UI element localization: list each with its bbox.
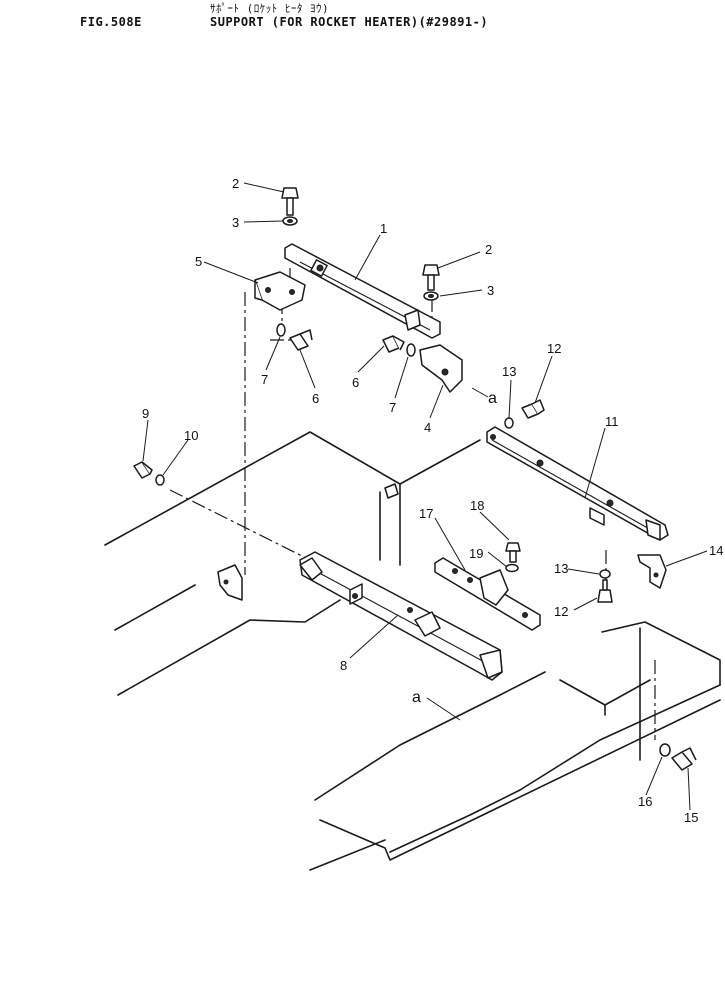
callout-14: 14 bbox=[709, 543, 723, 558]
callout-11: 11 bbox=[605, 414, 619, 429]
bolts-12-13-upper bbox=[504, 399, 545, 429]
left-plate bbox=[217, 483, 399, 601]
callout-19: 19 bbox=[469, 546, 483, 561]
part-17-support bbox=[434, 542, 541, 631]
callout-7: 7 bbox=[261, 372, 268, 387]
title-english: SUPPORT (FOR ROCKET HEATER)(#29891-) bbox=[210, 15, 489, 29]
callout-17: 17 bbox=[419, 506, 433, 521]
callout-6: 6 bbox=[352, 375, 359, 390]
callout-1: 1 bbox=[380, 221, 387, 236]
part-14-bracket bbox=[637, 554, 667, 589]
callout-16: 16 bbox=[638, 794, 652, 809]
part-5-bracket bbox=[254, 271, 306, 311]
callout-13: 13 bbox=[502, 364, 516, 379]
bolts-12-13-lower bbox=[597, 569, 613, 603]
callout-2: 2 bbox=[232, 176, 239, 191]
reference-a: a bbox=[488, 390, 497, 407]
part-8-bracket bbox=[299, 551, 503, 681]
figure-number: FIG.508E bbox=[80, 15, 142, 29]
bolts-9-10 bbox=[133, 461, 165, 486]
callout-5: 5 bbox=[195, 254, 202, 269]
part-4-bracket bbox=[419, 344, 463, 393]
bolts-upper bbox=[276, 187, 440, 357]
callout-labels: 2 3 1 2 3 5 7 6 6 7 4 a 13 12 9 10 11 17… bbox=[142, 176, 723, 825]
callout-13: 13 bbox=[554, 561, 568, 576]
title-japanese: ｻﾎﾟｰﾄ (ﾛｹｯﾄ ﾋｰﾀ ﾖｳ) bbox=[210, 2, 330, 15]
part-11-rail bbox=[486, 426, 669, 541]
reference-a: a bbox=[412, 689, 421, 706]
frame-outline bbox=[104, 431, 721, 871]
callout-2: 2 bbox=[485, 242, 492, 257]
callout-10: 10 bbox=[184, 428, 198, 443]
leader-lines bbox=[142, 182, 708, 811]
callout-15: 15 bbox=[684, 810, 698, 825]
callout-6: 6 bbox=[312, 391, 319, 406]
callout-18: 18 bbox=[470, 498, 484, 513]
callout-12: 12 bbox=[554, 604, 568, 619]
part-1-bracket bbox=[284, 243, 441, 339]
callout-3: 3 bbox=[487, 283, 494, 298]
callout-12: 12 bbox=[547, 341, 561, 356]
callout-4: 4 bbox=[424, 420, 431, 435]
callout-7: 7 bbox=[389, 400, 396, 415]
callout-8: 8 bbox=[340, 658, 347, 673]
callout-3: 3 bbox=[232, 215, 239, 230]
callout-9: 9 bbox=[142, 406, 149, 421]
center-lines bbox=[169, 268, 656, 740]
bolts-15-16 bbox=[659, 743, 697, 771]
